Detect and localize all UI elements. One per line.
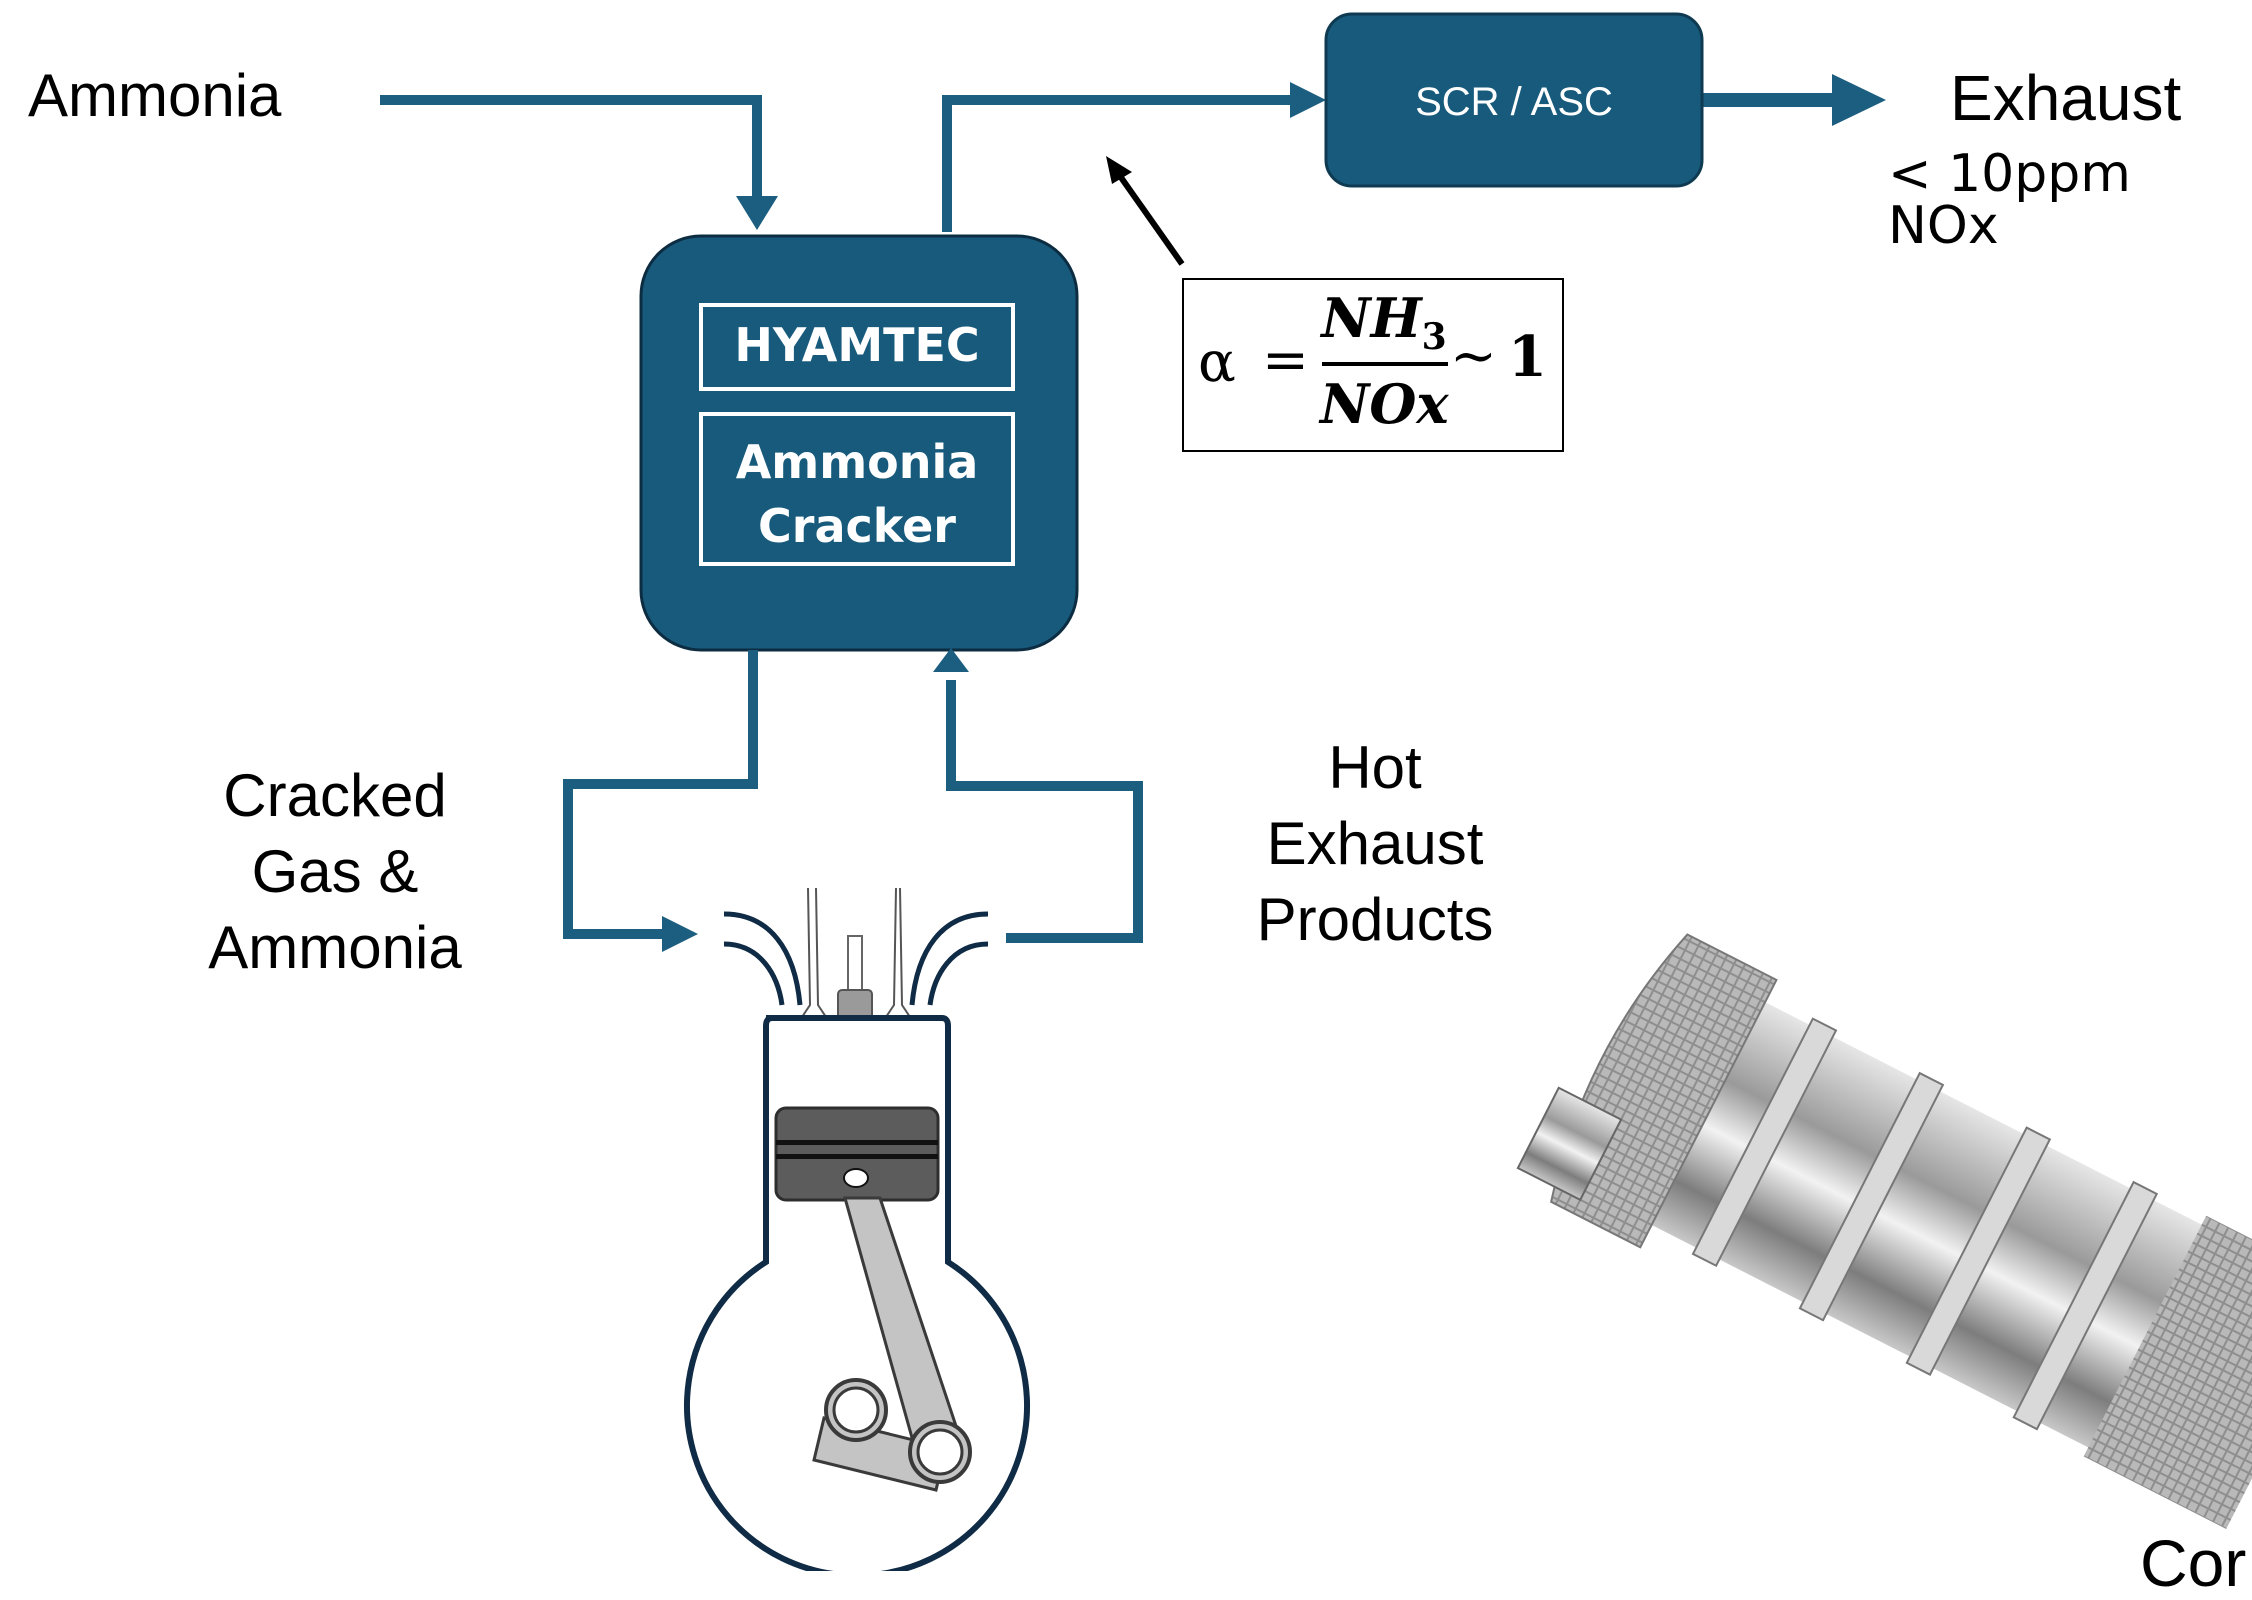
formula-pointer-arrow: [1117, 174, 1185, 266]
hot-exhaust-label: Hot Exhaust Products: [1230, 730, 1520, 958]
hot-exhaust-line: [946, 680, 1143, 943]
cracked-gas-label: Cracked Gas & Ammonia: [190, 758, 480, 986]
hot-exhaust-label-line-1: Hot: [1328, 734, 1422, 801]
hot-exhaust-label-line-3: Products: [1256, 886, 1494, 953]
hyamtec-label-frame: [699, 303, 1015, 391]
formula-denominator: NOx: [1320, 372, 1449, 436]
formula-pointer-arrowhead: [1106, 156, 1132, 184]
engine-cylinder-icon: [684, 887, 1030, 1571]
exhaust-aftertreatment-unit-icon: [1516, 933, 2252, 1529]
cracked-gas-line: [563, 650, 758, 939]
cracker-to-scr-arrowhead: [1290, 82, 1326, 118]
formula-fraction-bar: [1322, 362, 1448, 366]
ammonia-cracker-title-line-2: Cracker: [758, 499, 956, 553]
hot-exhaust-label-line-2: Exhaust: [1266, 810, 1484, 877]
scr-asc-box: [1324, 12, 1704, 188]
alpha-ratio-formula: α = NH3 NOx ~ 1: [1182, 278, 1564, 452]
ammonia-input-label: Ammonia: [28, 62, 282, 129]
formula-numerator-base: NH: [1321, 286, 1422, 350]
nox-limit-label: < 10ppm NOx: [1888, 144, 2131, 256]
cracked-gas-arrowhead: [662, 916, 698, 952]
formula-equals: =: [1262, 328, 1309, 393]
hot-exhaust-arrowhead: [933, 648, 969, 672]
formula-value: 1: [1508, 324, 1547, 390]
scr-to-exhaust-arrowhead: [1832, 74, 1886, 126]
cracker-label-frame: [699, 412, 1015, 566]
formula-alpha: α: [1198, 330, 1236, 395]
formula-numerator: NH3: [1320, 286, 1448, 358]
hyamtec-title: HYAMTEC: [734, 318, 980, 372]
ammonia-cracker-title-line-1: Ammonia: [735, 435, 979, 489]
ammonia-feed-line: [380, 95, 762, 222]
cropped-caption-label: Cor: [2140, 1526, 2247, 1600]
cracker-to-scr-line: [942, 95, 1300, 232]
formula-numerator-subscript: 3: [1421, 315, 1447, 358]
ammonia-feed-arrowhead: [736, 196, 778, 230]
formula-tilde: ~: [1450, 324, 1497, 389]
exhaust-label: Exhaust: [1950, 62, 2182, 134]
cracked-gas-label-line-3: Ammonia: [208, 914, 462, 981]
cracked-gas-label-line-2: Gas &: [251, 838, 419, 905]
ammonia-cracker-title: Ammonia Cracker: [700, 430, 1014, 558]
cracked-gas-label-line-1: Cracked: [223, 762, 447, 829]
scr-asc-title: SCR / ASC: [1415, 80, 1613, 124]
hyamtec-cracker-box: [639, 234, 1079, 652]
